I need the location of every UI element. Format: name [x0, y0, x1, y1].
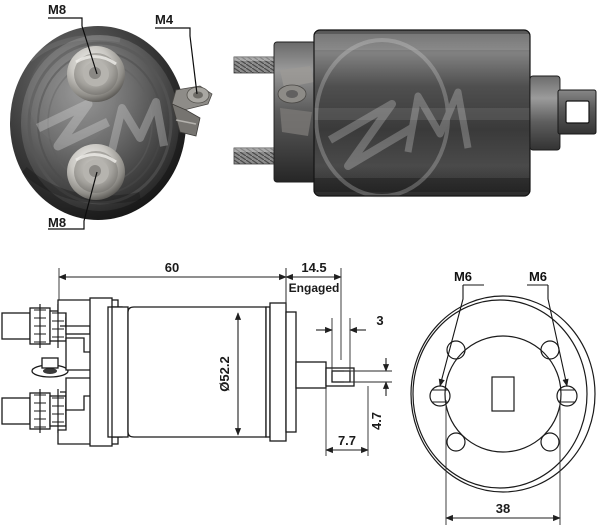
dimension-stroke-14-5-value: 14.5: [301, 260, 326, 275]
callout-m4-label: M4: [155, 12, 174, 27]
front-flange-callout-layer: M6 M6 38: [438, 269, 569, 525]
dimension-slot-offset-7-7-value: 7.7: [338, 433, 356, 448]
m6-thread-hole-left: [429, 385, 451, 407]
mounting-hole-top-left: [446, 340, 466, 360]
callout-m8-top: M8: [48, 2, 98, 75]
plunger-eyelet: [557, 89, 597, 135]
side-section-drawing: [1, 297, 355, 447]
solenoid-end-view-photo: [10, 26, 213, 220]
callout-m8-bottom: M8: [48, 171, 98, 230]
side-section-dimension-layer: 60 14.5 Engaged Ø52.2 3: [58, 260, 392, 456]
callout-m4: M4: [155, 12, 198, 95]
dimension-stroke-14-5-note: Engaged: [289, 281, 340, 295]
mounting-hole-bottom-left: [446, 432, 466, 452]
mounting-hole-top-right: [540, 340, 560, 360]
dimension-bolt-span-38: 38: [445, 400, 561, 525]
mounting-hole-bottom-right: [540, 432, 560, 452]
dimension-slot-offset-7-7: 7.7: [325, 386, 369, 456]
lower-terminal-stud: [67, 144, 125, 200]
callout-m6-left-label: M6: [454, 269, 472, 284]
plunger-shaft-drawing: [295, 361, 355, 389]
callout-m6-left: M6: [438, 269, 484, 387]
callout-m6-right-label: M6: [529, 269, 547, 284]
dimension-bolt-span-38-value: 38: [496, 501, 510, 516]
dimension-diameter-52-2-value: Ø52.2: [217, 356, 232, 391]
dimension-diameter-52-2: Ø52.2: [217, 312, 242, 436]
dimension-slot-height-4-7-value: 4.7: [369, 412, 384, 430]
end-cap-face: [21, 35, 179, 211]
terminal-cap-block: [273, 41, 317, 183]
dimension-slot-width-3-value: 3: [376, 313, 383, 328]
small-screw-terminal: [171, 85, 213, 137]
dimension-slot-height-4-7: 4.7: [344, 358, 392, 430]
photo-callout-layer: M8 M4 M8: [48, 2, 198, 230]
m4-terminal-detail-drawing: [31, 357, 69, 378]
callout-m8-bottom-label: M8: [48, 215, 66, 230]
callout-m8-top-label: M8: [48, 2, 66, 17]
callout-m6-right: M6: [527, 269, 569, 387]
dimension-stroke-14-5: 14.5 Engaged: [285, 260, 342, 360]
front-flange-drawing: [410, 295, 596, 493]
solenoid-can-body: [313, 29, 531, 198]
solenoid-side-view-photo: [233, 29, 597, 198]
dimension-slot-width-3: 3: [316, 313, 384, 372]
watermark-zm: [36, 98, 168, 151]
end-cap-surface-detail: [21, 35, 173, 205]
dimension-length-60-value: 60: [165, 260, 179, 275]
upper-terminal-stud: [67, 46, 125, 102]
body-can-profile-drawing: [111, 302, 297, 442]
